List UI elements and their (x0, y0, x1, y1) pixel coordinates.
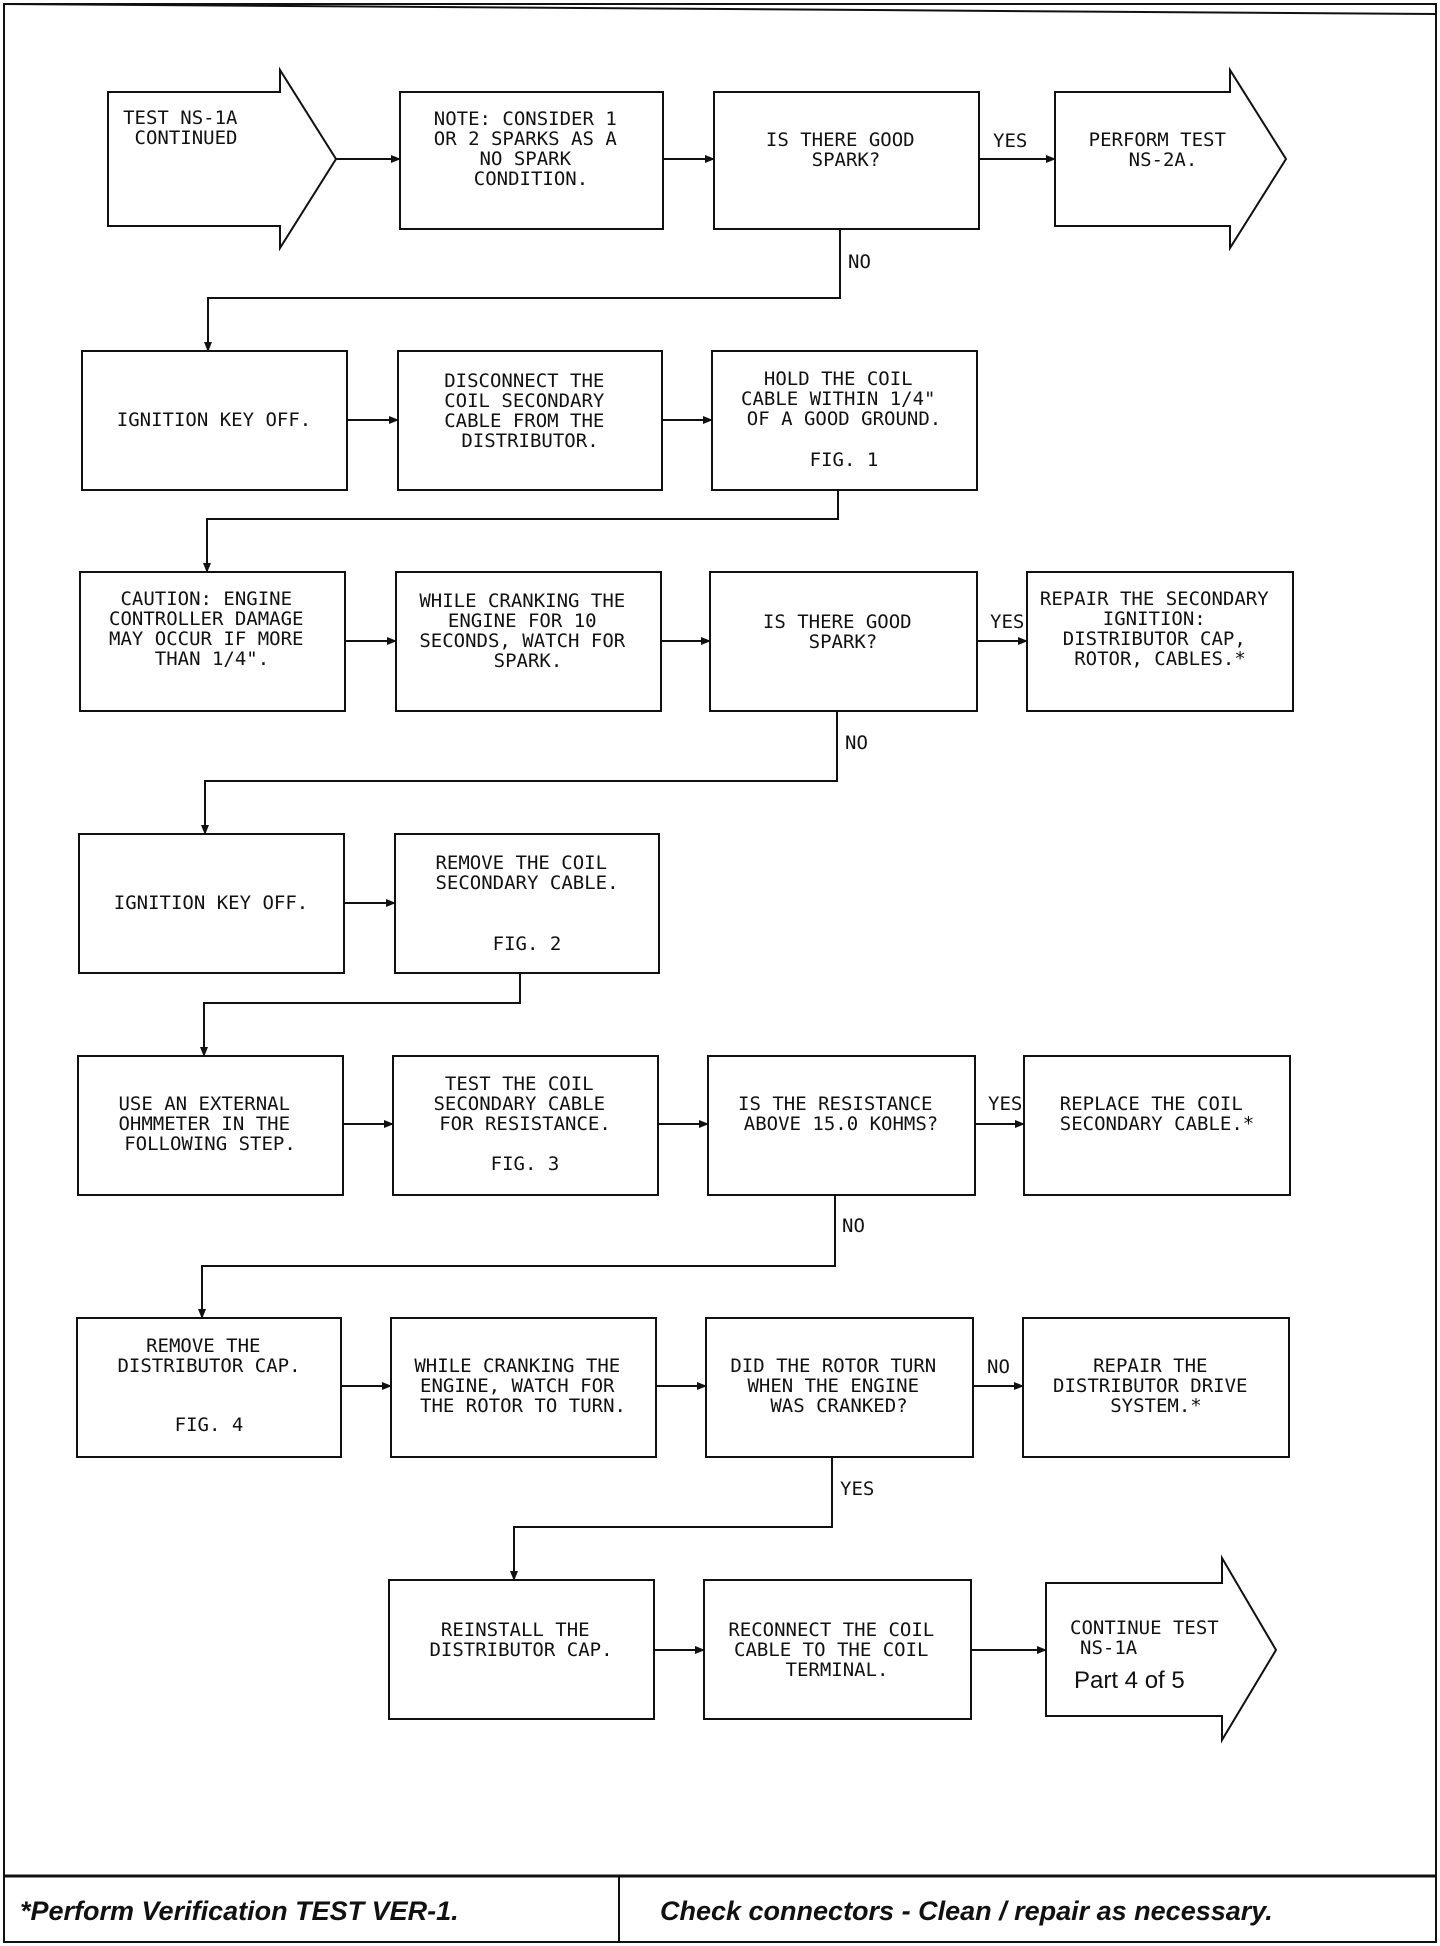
step-note: NOTE: CONSIDER 1 OR 2 SPARKS AS A NO SPA… (434, 108, 628, 190)
step-ohmmeter: USE AN EXTERNAL OHMMETER IN THE FOLLOWIN… (118, 1093, 301, 1155)
decision-rotor: DID THE ROTOR TURN WHEN THE ENGINE WAS C… (730, 1355, 947, 1417)
step-crank-watch-spark-box (395, 571, 662, 712)
label-no: NO (987, 1356, 1010, 1378)
fig-3-label: FIG. 3 (491, 1153, 560, 1175)
step-repair-drive-box (1022, 1317, 1290, 1458)
label-yes: YES (990, 611, 1024, 633)
step-key-off-2: IGNITION KEY OFF. (114, 892, 308, 914)
label-no: NO (848, 251, 871, 273)
step-note-box (399, 91, 664, 230)
part-label: Part 4 of 5 (1074, 1667, 1185, 1694)
step-repair-secondary: REPAIR THE SECONDARY IGNITION: DISTRIBUT… (1040, 588, 1280, 670)
decision-spark-2: IS THERE GOOD SPARK? (763, 611, 923, 653)
label-yes: YES (840, 1478, 874, 1500)
step-key-off-2-box (78, 833, 345, 974)
step-remove-cap-box (76, 1317, 342, 1458)
step-perform-ns2a: PERFORM TEST NS-2A. (1089, 129, 1238, 171)
step-remove-cable-box (394, 833, 660, 974)
connector (200, 973, 521, 1057)
step-disconnect: DISCONNECT THE COIL SECONDARY CABLE FROM… (444, 370, 616, 452)
top-rule (3, 3, 1437, 15)
connector (198, 1195, 836, 1319)
step-reconnect-cable: RECONNECT THE COIL CABLE TO THE COIL TER… (728, 1619, 945, 1681)
connector (201, 711, 838, 835)
footer-connectors-note: Check connectors - Clean / repair as nec… (660, 1896, 1273, 1926)
step-key-off-1: IGNITION KEY OFF. (117, 409, 311, 431)
continue-arrow-shape (1045, 1554, 1278, 1744)
start-arrow-shape (107, 66, 338, 252)
step-ohmmeter-box (77, 1055, 344, 1196)
label-no: NO (845, 732, 868, 754)
perform-test-arrow-shape (1054, 66, 1288, 252)
label-no: NO (842, 1215, 865, 1237)
step-hold-cable: HOLD THE COIL CABLE WITHIN 1/4" OF A GOO… (741, 368, 947, 430)
decision-spark-2-box (709, 571, 978, 712)
step-key-off-1-box (81, 350, 348, 491)
decision-spark-1-box (713, 91, 980, 230)
fig-4-label: FIG. 4 (175, 1414, 244, 1436)
step-reconnect-cable-box (703, 1579, 972, 1720)
caution-text: CAUTION: ENGINE CONTROLLER DAMAGE MAY OC… (109, 588, 315, 670)
decision-spark-1: IS THERE GOOD SPARK? (766, 129, 926, 171)
step-repair-drive: REPAIR THE DISTRIBUTOR DRIVE SYSTEM.* (1053, 1355, 1259, 1417)
page-frame (3, 3, 1437, 1943)
fig-2-label: FIG. 2 (493, 933, 562, 955)
decision-rotor-box (705, 1317, 974, 1458)
step-replace-cable: REPLACE THE COIL SECONDARY CABLE.* (1060, 1093, 1254, 1135)
step-start: TEST NS-1A CONTINUED (123, 107, 249, 149)
step-reinstall-cap: REINSTALL THE DISTRIBUTOR CAP. (429, 1619, 612, 1661)
step-remove-cable: REMOVE THE COIL SECONDARY CABLE. (435, 852, 618, 894)
label-yes: YES (993, 130, 1027, 152)
step-remove-cap: REMOVE THE DISTRIBUTOR CAP. (117, 1335, 300, 1377)
step-reinstall-cap-box (388, 1579, 655, 1720)
step-crank-watch-spark: WHILE CRANKING THE ENGINE FOR 10 SECONDS… (419, 590, 636, 672)
step-test-cable: TEST THE COIL SECONDARY CABLE FOR RESIST… (433, 1073, 616, 1135)
connector (204, 229, 841, 352)
step-crank-watch-rotor: WHILE CRANKING THE ENGINE, WATCH FOR THE… (414, 1355, 631, 1417)
caution-box (79, 571, 346, 712)
decision-resistance-box (707, 1055, 976, 1196)
step-crank-watch-rotor-box (390, 1317, 657, 1458)
fig-1-label: FIG. 1 (810, 449, 879, 471)
label-yes: YES (988, 1093, 1022, 1115)
step-replace-cable-box (1023, 1055, 1291, 1196)
step-test-cable-box (392, 1055, 659, 1196)
footer-verification-note: *Perform Verification TEST VER-1. (20, 1896, 459, 1926)
connector (510, 1457, 833, 1581)
decision-resistance: IS THE RESISTANCE ABOVE 15.0 KOHMS? (738, 1093, 944, 1135)
connector (203, 490, 839, 573)
step-continue: CONTINUE TEST NS-1A (1070, 1617, 1230, 1659)
